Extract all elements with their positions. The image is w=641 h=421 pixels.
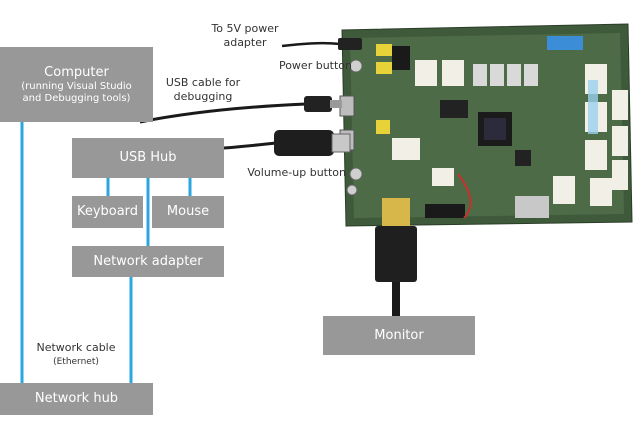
- power-button-label-text: Power button: [278, 59, 352, 72]
- volume-up-button-icon: [349, 167, 363, 181]
- mouse-box: Mouse: [152, 196, 224, 228]
- mouse-title: Mouse: [166, 204, 210, 219]
- volume-up-label-text: Volume-up button: [247, 166, 346, 179]
- usb-debug-label-line2: debugging: [173, 90, 233, 103]
- network-adapter-title: Network adapter: [93, 253, 203, 269]
- network-adapter-box: Network adapter: [72, 246, 224, 277]
- network-cable-label-sub: (Ethernet): [53, 357, 99, 367]
- network-cable-label: Network cable (Ethernet): [28, 341, 124, 369]
- usb-debug-label-line1: USB cable for: [165, 76, 241, 89]
- hdmi-cable: [375, 198, 417, 316]
- computer-subtitle-line2: and Debugging tools): [22, 92, 131, 104]
- power-cable: [281, 38, 362, 50]
- keyboard-title: Keyboard: [76, 204, 139, 219]
- development-board: [339, 23, 633, 227]
- power-adapter-label-line1: To 5V power: [211, 22, 279, 35]
- computer-title: Computer: [44, 64, 109, 80]
- usb-hub-title: USB Hub: [119, 150, 177, 165]
- volume-up-label: Volume-up button: [236, 166, 346, 180]
- keyboard-box: Keyboard: [72, 196, 143, 228]
- usb-hub-box: USB Hub: [72, 138, 224, 178]
- network-hub-box: Network hub: [0, 383, 153, 415]
- power-button-label: Power button: [262, 59, 352, 73]
- network-lines: [20, 122, 192, 383]
- usb-plug: [274, 130, 334, 156]
- monitor-title: Monitor: [374, 327, 424, 343]
- computer-subtitle-line1: (running Visual Studio: [21, 80, 132, 92]
- usb-debug-cable: [139, 96, 342, 124]
- usb-debug-label: USB cable for debugging: [158, 76, 248, 104]
- network-hub-title: Network hub: [34, 391, 119, 406]
- power-button-icon: [349, 59, 363, 73]
- power-adapter-label: To 5V power adapter: [200, 22, 290, 50]
- power-adapter-label-line2: adapter: [223, 36, 267, 49]
- usb-hub-cable: [223, 130, 351, 156]
- computer-box: Computer (running Visual Studio and Debu…: [0, 47, 153, 122]
- monitor-box: Monitor: [323, 316, 475, 355]
- network-cable-label-text: Network cable: [36, 341, 116, 354]
